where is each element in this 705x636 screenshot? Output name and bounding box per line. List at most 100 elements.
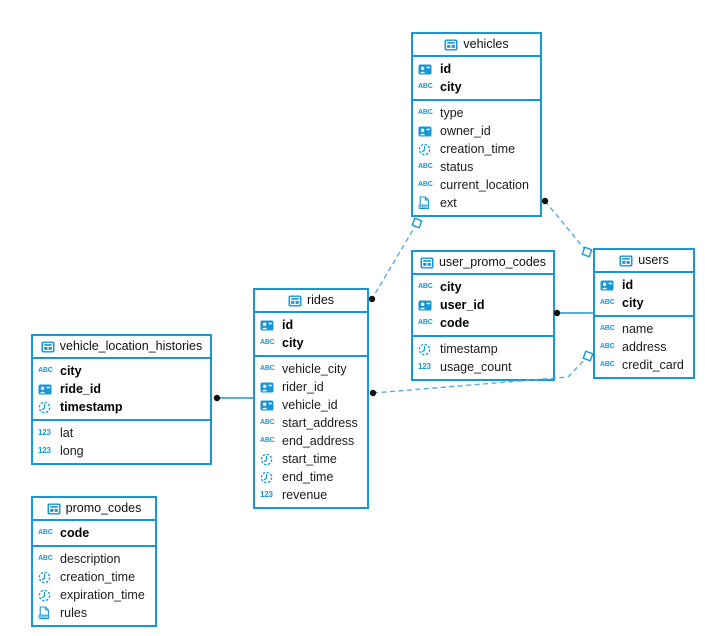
clock-icon xyxy=(260,471,273,483)
column-label: city xyxy=(440,280,462,294)
column-label: id xyxy=(440,62,452,76)
column-label: vehicle_id xyxy=(282,398,338,412)
table-icon xyxy=(41,341,55,352)
column-label: status xyxy=(440,160,474,174)
id-badge-icon xyxy=(260,320,274,330)
column-label: timestamp xyxy=(440,342,498,356)
json-document-icon: JSON xyxy=(418,196,429,210)
id-badge-icon xyxy=(418,126,432,136)
table-icon xyxy=(47,503,61,514)
column-vehicle_city[interactable]: ABC vehicle_city xyxy=(255,360,367,378)
clock-icon xyxy=(418,343,431,355)
clock-icon xyxy=(260,453,273,465)
column-user_id[interactable]: user_id xyxy=(413,296,553,314)
abc-text-icon: ABC xyxy=(600,361,615,368)
column-start_time[interactable]: start_time xyxy=(255,450,367,468)
table-icon xyxy=(288,295,302,306)
column-id[interactable]: id xyxy=(255,316,367,334)
connector-dot-endpoint xyxy=(541,197,549,205)
connector-square-endpoint xyxy=(581,246,593,258)
column-timestamp[interactable]: timestamp xyxy=(33,398,210,416)
column-label: rider_id xyxy=(282,380,324,394)
table-title: vehicle_location_histories xyxy=(59,339,203,353)
column-label: vehicle_city xyxy=(282,362,347,376)
column-label: type xyxy=(440,106,464,120)
123-number-icon: 123 xyxy=(418,362,431,371)
column-label: creation_time xyxy=(440,142,516,156)
column-label: end_address xyxy=(282,434,355,448)
123-number-icon: 123 xyxy=(38,428,51,437)
column-ride_id[interactable]: ride_id xyxy=(33,380,210,398)
column-id[interactable]: id xyxy=(413,60,540,78)
column-rules[interactable]: JSON rules xyxy=(33,604,155,622)
column-timestamp[interactable]: timestamp xyxy=(413,340,553,358)
clock-icon xyxy=(38,571,51,583)
column-label: city xyxy=(282,336,304,350)
table-header[interactable]: user_promo_codes xyxy=(413,252,553,275)
column-label: description xyxy=(60,552,121,566)
column-label: expiration_time xyxy=(60,588,145,602)
column-owner_id[interactable]: owner_id xyxy=(413,122,540,140)
column-id[interactable]: id xyxy=(595,276,693,294)
table-header[interactable]: rides xyxy=(255,290,367,313)
column-rider_id[interactable]: rider_id xyxy=(255,378,367,396)
column-expiration_time[interactable]: expiration_time xyxy=(33,586,155,604)
column-end_time[interactable]: end_time xyxy=(255,468,367,486)
column-label: city xyxy=(440,80,462,94)
column-label: owner_id xyxy=(440,124,491,138)
abc-text-icon: ABC xyxy=(38,555,53,562)
column-label: long xyxy=(60,444,84,458)
column-label: rules xyxy=(60,606,88,620)
column-label: lat xyxy=(60,426,74,440)
column-label: ext xyxy=(440,196,457,210)
column-label: id xyxy=(622,278,634,292)
table-header[interactable]: vehicle_location_histories xyxy=(33,336,210,359)
connector-dot-endpoint xyxy=(368,295,376,303)
column-creation_time[interactable]: creation_time xyxy=(413,140,540,158)
column-label: start_time xyxy=(282,452,337,466)
column-lat[interactable]: 123 lat xyxy=(33,424,210,442)
abc-text-icon: ABC xyxy=(260,365,275,372)
column-creation_time[interactable]: creation_time xyxy=(33,568,155,586)
svg-text:JSON: JSON xyxy=(39,615,49,619)
column-ext[interactable]: JSON ext xyxy=(413,194,540,212)
abc-text-icon: ABC xyxy=(418,181,433,188)
id-badge-icon xyxy=(600,280,614,290)
table-header[interactable]: users xyxy=(595,250,693,273)
connector-dot-endpoint xyxy=(369,389,377,397)
column-description[interactable]: ABC description xyxy=(33,550,155,568)
table-header[interactable]: promo_codes xyxy=(33,498,155,521)
column-vehicle_id[interactable]: vehicle_id xyxy=(255,396,367,414)
table-header[interactable]: vehicles xyxy=(413,34,540,57)
connector-square-endpoint xyxy=(411,217,423,229)
